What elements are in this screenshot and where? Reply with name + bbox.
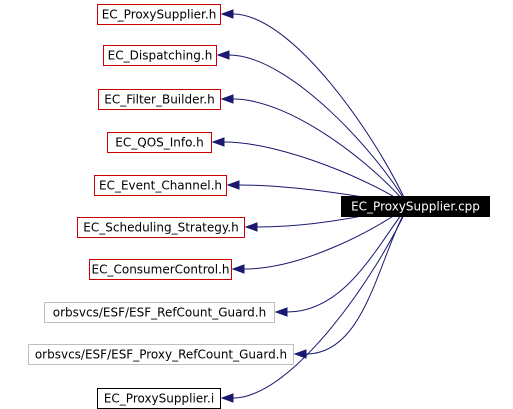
arrowhead-icon bbox=[220, 393, 234, 403]
arrowhead-icon bbox=[211, 137, 225, 147]
arrowhead-icon bbox=[220, 9, 234, 19]
include-node-ec-filter-builder-h-label: EC_Filter_Builder.h bbox=[104, 93, 214, 107]
include-node-ec-filter-builder-h[interactable]: EC_Filter_Builder.h bbox=[98, 89, 221, 110]
arrowhead-icon bbox=[293, 349, 307, 359]
root-node-box bbox=[341, 196, 490, 217]
include-node-ec-filter-builder-h-box bbox=[98, 89, 221, 110]
include-node-orbsvcs-esf-esf-refcount-guard-h[interactable]: orbsvcs/ESF/ESF_RefCount_Guard.h bbox=[44, 302, 275, 323]
arrowhead-icon bbox=[274, 307, 288, 317]
root-node[interactable]: EC_ProxySupplier.cpp bbox=[341, 196, 490, 217]
dependency-edge bbox=[232, 98, 409, 207]
include-node-ec-proxysupplier-h-box bbox=[97, 4, 221, 25]
include-node-ec-scheduling-strategy-h-box bbox=[77, 217, 245, 238]
include-node-ec-qos-info-h-label: EC_QOS_Info.h bbox=[115, 136, 203, 150]
include-node-ec-scheduling-strategy-h-label: EC_Scheduling_Strategy.h bbox=[83, 221, 238, 235]
include-node-ec-event-channel-h-label: EC_Event_Channel.h bbox=[99, 179, 222, 193]
dependency-edge bbox=[228, 54, 409, 207]
include-node-ec-consumercontrol-h-box bbox=[89, 259, 232, 280]
include-node-ec-consumercontrol-h[interactable]: EC_ConsumerControl.h bbox=[89, 259, 232, 280]
include-node-ec-qos-info-h[interactable]: EC_QOS_Info.h bbox=[107, 132, 212, 153]
dependency-edge bbox=[232, 13, 409, 207]
include-node-ec-event-channel-h-box bbox=[94, 175, 227, 196]
arrowhead-icon bbox=[216, 50, 230, 60]
include-node-orbsvcs-esf-esf-refcount-guard-h-box bbox=[44, 302, 275, 323]
include-node-ec-qos-info-h-box bbox=[107, 132, 212, 153]
include-node-ec-dispatching-h-box bbox=[103, 45, 217, 66]
dependency-edge bbox=[286, 205, 409, 313]
include-node-ec-proxysupplier-h-label: EC_ProxySupplier.h bbox=[102, 8, 217, 22]
dependency-edge bbox=[305, 205, 409, 355]
include-node-ec-proxysupplier-h[interactable]: EC_ProxySupplier.h bbox=[97, 4, 221, 25]
arrowhead-icon bbox=[220, 94, 234, 104]
include-node-ec-consumercontrol-h-label: EC_ConsumerControl.h bbox=[92, 263, 230, 277]
include-node-orbsvcs-esf-esf-proxy-refcount-guard-h-label: orbsvcs/ESF/ESF_Proxy_RefCount_Guard.h bbox=[35, 348, 287, 362]
include-node-ec-proxysupplier-i[interactable]: EC_ProxySupplier.i bbox=[97, 388, 221, 409]
include-node-orbsvcs-esf-esf-proxy-refcount-guard-h[interactable]: orbsvcs/ESF/ESF_Proxy_RefCount_Guard.h bbox=[28, 344, 294, 365]
include-node-ec-scheduling-strategy-h[interactable]: EC_Scheduling_Strategy.h bbox=[77, 217, 245, 238]
arrowhead-icon bbox=[226, 180, 240, 190]
arrowhead-icon bbox=[231, 264, 245, 274]
include-node-orbsvcs-esf-esf-proxy-refcount-guard-h-box bbox=[28, 344, 294, 365]
include-node-orbsvcs-esf-esf-refcount-guard-h-label: orbsvcs/ESF/ESF_RefCount_Guard.h bbox=[53, 306, 266, 320]
include-node-ec-dispatching-h[interactable]: EC_Dispatching.h bbox=[103, 45, 217, 66]
include-node-ec-proxysupplier-i-label: EC_ProxySupplier.i bbox=[104, 392, 214, 406]
include-node-ec-dispatching-h-label: EC_Dispatching.h bbox=[108, 49, 213, 63]
dependency-edge bbox=[232, 205, 409, 399]
arrowhead-icon bbox=[244, 222, 258, 232]
include-node-ec-event-channel-h[interactable]: EC_Event_Channel.h bbox=[94, 175, 227, 196]
nodes: EC_ProxySupplier.hEC_Dispatching.hEC_Fil… bbox=[28, 4, 490, 409]
root-node-label: EC_ProxySupplier.cpp bbox=[351, 200, 480, 214]
